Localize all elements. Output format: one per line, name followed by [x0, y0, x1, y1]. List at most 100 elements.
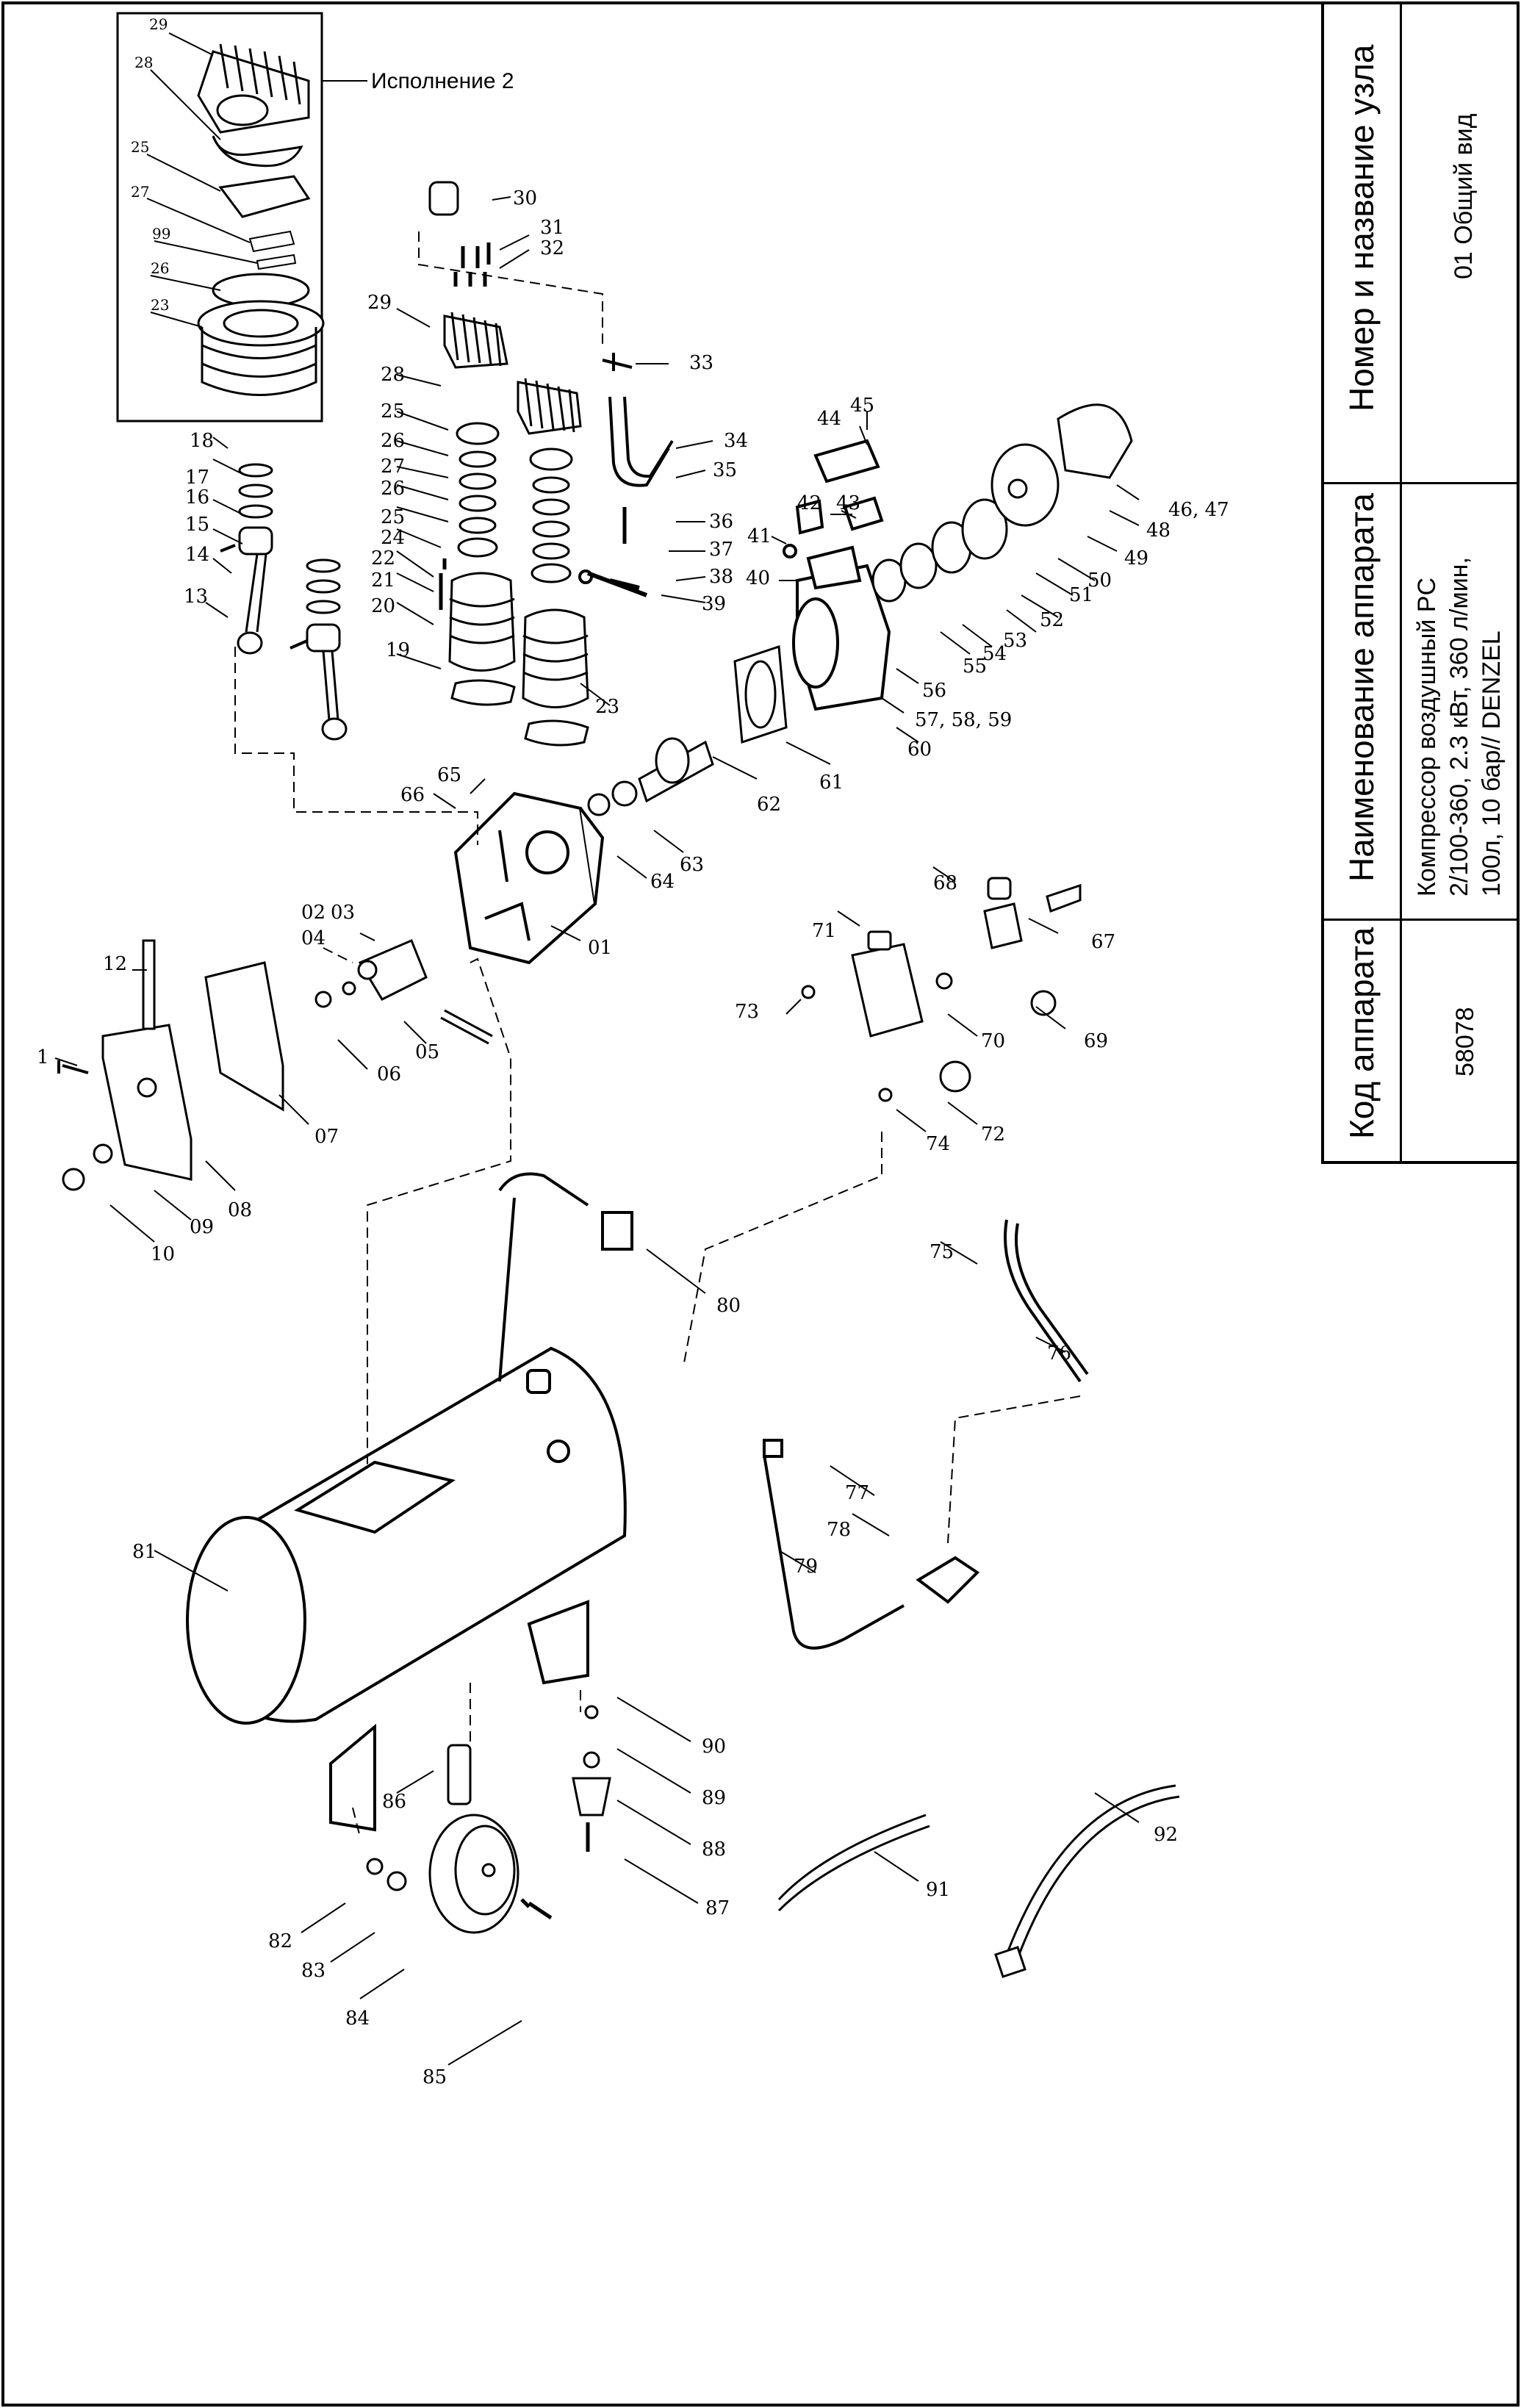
callout-87: 87	[705, 1897, 730, 1919]
callout-42: 42	[797, 492, 821, 514]
callout-14: 14	[185, 544, 209, 566]
crankshaft-and-rotor	[587, 644, 788, 816]
callout-02: 02	[301, 902, 326, 924]
callout-49: 49	[1124, 547, 1148, 569]
callout-52: 52	[1040, 609, 1064, 631]
callout-84: 84	[345, 2008, 370, 2030]
callout-72: 72	[981, 1124, 1005, 1146]
callout-78: 78	[827, 1519, 851, 1541]
callout-10: 10	[151, 1243, 175, 1265]
callout-91: 91	[926, 1879, 950, 1901]
callout-54: 54	[982, 643, 1007, 665]
assembly-guides	[234, 231, 1081, 1838]
device-code-value: 58078	[1451, 1007, 1479, 1077]
callout-28: 28	[381, 364, 405, 386]
inset-callout-26: 26	[151, 259, 169, 277]
air-tank	[186, 1172, 633, 1832]
callout-19: 19	[386, 639, 410, 661]
device-name-line-2: 2/100-360, 2.3 кВт, 360 л/мин,	[1445, 557, 1473, 896]
callout-65: 65	[437, 764, 461, 786]
callout-62: 62	[757, 794, 781, 816]
callout-67: 67	[1091, 931, 1115, 953]
fan-and-cover	[871, 403, 1133, 603]
callout-32: 32	[540, 237, 564, 259]
callout-71: 71	[812, 920, 836, 942]
inset-callout-25: 25	[131, 138, 149, 156]
callout-60: 60	[907, 738, 932, 761]
callout-70: 70	[981, 1030, 1005, 1052]
front-cover-parts	[57, 939, 493, 1191]
callout-16: 16	[185, 486, 209, 508]
callout-38: 38	[709, 566, 733, 588]
inset-label: Исполнение 2	[371, 69, 514, 93]
callout-69: 69	[1084, 1030, 1108, 1052]
callout-81: 81	[132, 1541, 157, 1563]
device-name-header: Наименование аппарата	[1342, 493, 1381, 882]
callout-26b: 26	[381, 478, 405, 500]
callout-41: 41	[747, 525, 772, 547]
callout-77: 77	[845, 1482, 869, 1504]
callout-80: 80	[716, 1295, 741, 1317]
callout-53: 53	[1003, 630, 1027, 652]
callout-51: 51	[1069, 584, 1093, 606]
motor	[783, 439, 891, 711]
callout-61: 61	[819, 772, 844, 794]
callout-34: 34	[724, 430, 748, 452]
title-block-row-divider-2	[1321, 919, 1520, 921]
inset-callouts: 29 28 25 27 99 26 23	[131, 15, 258, 328]
callout-76: 76	[1047, 1343, 1071, 1365]
node-header: Номер и название узла	[1342, 44, 1381, 411]
callout-56: 56	[922, 680, 946, 702]
callout-85: 85	[422, 2066, 447, 2088]
callout-31: 31	[540, 217, 564, 239]
callout-04: 04	[301, 927, 326, 949]
callout-55: 55	[963, 655, 987, 678]
callout-66: 66	[400, 784, 425, 806]
callout-09: 09	[190, 1216, 214, 1238]
callout-37: 37	[709, 539, 733, 561]
callout-92: 92	[1154, 1824, 1178, 1846]
callout-90: 90	[702, 1736, 726, 1758]
callout-64: 64	[650, 871, 675, 893]
inset-gasket	[212, 135, 303, 168]
callout-57-58-59: 57, 58, 59	[915, 709, 1012, 731]
callout-74: 74	[926, 1133, 950, 1155]
callout-20: 20	[371, 595, 395, 617]
callout-33: 33	[689, 352, 713, 374]
inset-callout-99: 99	[152, 225, 170, 242]
inset-cylinder	[197, 300, 325, 396]
callout-12: 12	[103, 953, 127, 975]
callout-07: 07	[314, 1126, 339, 1148]
inset-gasket-27	[248, 230, 295, 253]
callout-82: 82	[268, 1930, 292, 1952]
callout-23: 23	[595, 696, 619, 718]
callout-68: 68	[933, 872, 957, 894]
inset-callout-28: 28	[134, 54, 153, 71]
inset-cylinder-head	[197, 43, 310, 134]
callout-numbers: 30 31 32 29 33 28 25 26 27 26 25 24 22 2…	[37, 187, 1229, 2088]
callout-25: 25	[381, 400, 405, 423]
callout-27: 27	[381, 456, 405, 478]
leader-lines	[54, 196, 1140, 2066]
node-value: 01 Общий вид	[1450, 113, 1478, 279]
crankcase	[453, 791, 605, 965]
callout-45: 45	[850, 395, 874, 417]
title-block-row-divider-1	[1321, 482, 1520, 484]
callout-08: 08	[228, 1199, 252, 1221]
inset-callout-23: 23	[151, 296, 169, 314]
callout-30: 30	[513, 187, 537, 209]
callout-39: 39	[702, 593, 726, 615]
pressure-switch-assembly	[801, 877, 1082, 1102]
callout-22: 22	[371, 547, 395, 569]
callout-1: 1	[37, 1046, 49, 1068]
callout-03: 03	[331, 902, 355, 924]
device-name-line-1: Компрессор воздушный PC	[1413, 577, 1441, 896]
callout-05: 05	[415, 1041, 439, 1063]
device-name-line-3: 100л, 10 бар// DENZEL	[1478, 630, 1506, 896]
callout-15: 15	[185, 514, 209, 536]
callout-46-47: 46, 47	[1168, 499, 1229, 521]
callout-73: 73	[735, 1001, 759, 1023]
device-code-header: Код аппарата	[1342, 927, 1381, 1139]
callout-24: 24	[381, 527, 405, 549]
